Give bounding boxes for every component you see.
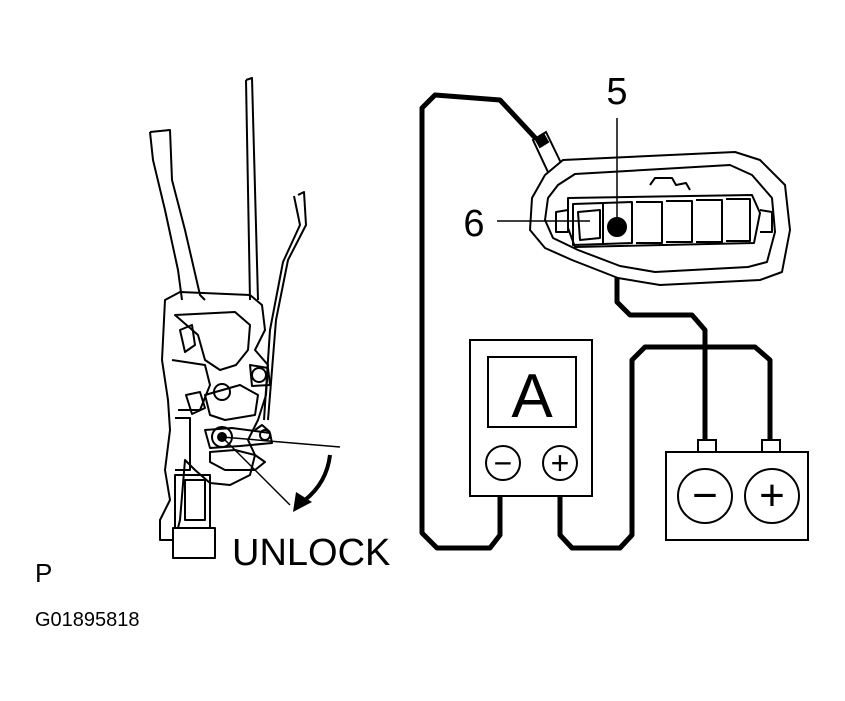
battery-minus: − bbox=[692, 471, 718, 520]
callout-5: 5 bbox=[606, 71, 627, 113]
callout-6: 6 bbox=[463, 203, 484, 245]
battery-icon bbox=[665, 439, 809, 541]
figure-code: G01895818 bbox=[35, 609, 140, 631]
door-lock-actuator-icon bbox=[149, 77, 341, 559]
callout-leaders bbox=[497, 118, 618, 227]
unlock-label: UNLOCK bbox=[232, 532, 390, 574]
unlock-arrow-icon bbox=[293, 454, 332, 512]
ammeter-icon bbox=[469, 339, 593, 497]
connector-icon bbox=[529, 151, 791, 286]
view-letter: P bbox=[35, 558, 52, 588]
ammeter-minus: − bbox=[494, 445, 513, 481]
ammeter-plus: + bbox=[551, 445, 570, 481]
battery-plus: + bbox=[759, 471, 785, 520]
test-leads bbox=[419, 92, 773, 551]
ammeter-label: A bbox=[511, 362, 553, 431]
